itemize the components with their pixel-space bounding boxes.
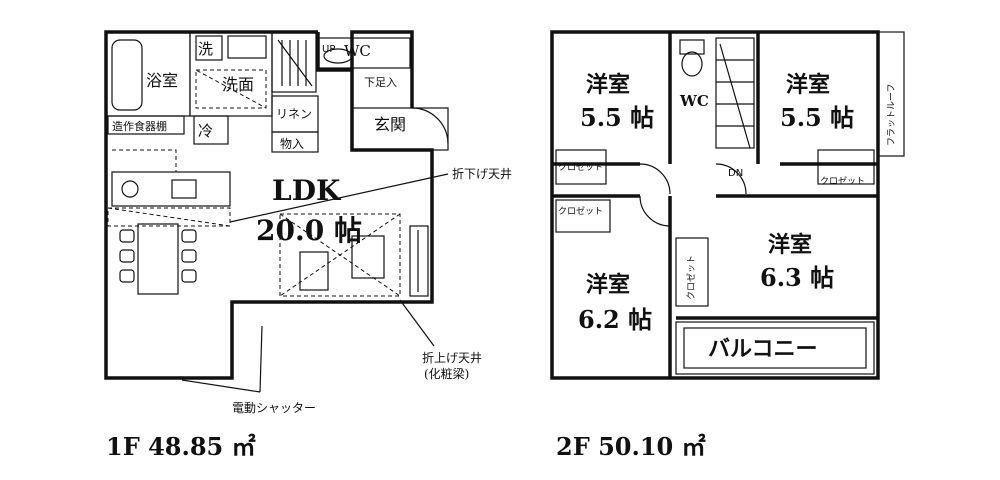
bath-label: 浴室 xyxy=(146,71,178,90)
closet-2-label: クロゼット xyxy=(820,175,865,187)
fridge-label: 冷 xyxy=(198,122,213,140)
entrance-label: 玄関 xyxy=(374,115,406,134)
closet-3-label: クロゼット xyxy=(558,205,603,217)
closet-4-label: クロゼット xyxy=(685,255,697,300)
room-b-name: 洋室 xyxy=(786,72,830,98)
room-c-name: 洋室 xyxy=(586,272,630,298)
flat-roof-label: フラットルーフ xyxy=(886,84,897,146)
wc-2f-label: WC xyxy=(679,92,709,110)
raised-ceiling-note: 折上げ天井 xyxy=(422,350,482,365)
pantry-label: 造作食器棚 xyxy=(112,119,167,133)
shoe-box-label: 下足入 xyxy=(364,76,397,89)
floor2-area: 2F 50.10 ㎡ xyxy=(556,432,706,461)
dn-label: DN xyxy=(728,168,743,179)
shutter-note: 電動シャッター xyxy=(232,401,316,415)
drop-ceiling-note: 折下げ天井 xyxy=(452,166,512,181)
floor1-area: 1F 48.85 ㎡ xyxy=(106,432,256,461)
wash-label: 洗 xyxy=(198,40,213,58)
room-d-size: 6.3 帖 xyxy=(760,263,834,292)
beam-note: (化粧梁) xyxy=(424,366,469,381)
room-a-name: 洋室 xyxy=(586,72,630,98)
second-floor-plan: 洋室 5.5 帖 洋室 5.5 帖 洋室 6.2 帖 洋室 6.3 帖 WC D… xyxy=(550,30,905,461)
first-floor-plan: 浴室 洗面 洗 冷 造作食器棚 リネン 物入 UP WC 下足入 玄関 LDK … xyxy=(104,30,512,461)
ldk-size-label: 20.0 帖 xyxy=(256,214,362,247)
ldk-label: LDK xyxy=(272,174,342,207)
room-d-name: 洋室 xyxy=(768,232,812,258)
linen-label: リネン xyxy=(276,107,312,121)
room-b-size: 5.5 帖 xyxy=(780,103,854,132)
up-label: UP xyxy=(322,44,335,55)
wc-1f-label: WC xyxy=(344,42,371,60)
washroom-label: 洗面 xyxy=(222,75,254,94)
balcony-label: バルコニー xyxy=(708,336,818,362)
room-a-size: 5.5 帖 xyxy=(580,103,654,132)
room-c-size: 6.2 帖 xyxy=(578,305,652,334)
closet-1-label: クロゼット xyxy=(558,161,603,173)
storage-label: 物入 xyxy=(280,137,304,151)
